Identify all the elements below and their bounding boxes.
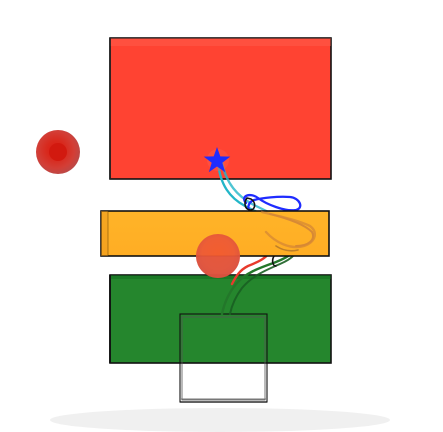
wires-over-orange xyxy=(260,210,316,252)
red-ball-left xyxy=(36,130,80,174)
floor-shadow xyxy=(50,408,390,432)
blue-star-marker xyxy=(203,147,231,173)
open-frame xyxy=(179,313,268,403)
red-ball-center xyxy=(196,234,240,278)
